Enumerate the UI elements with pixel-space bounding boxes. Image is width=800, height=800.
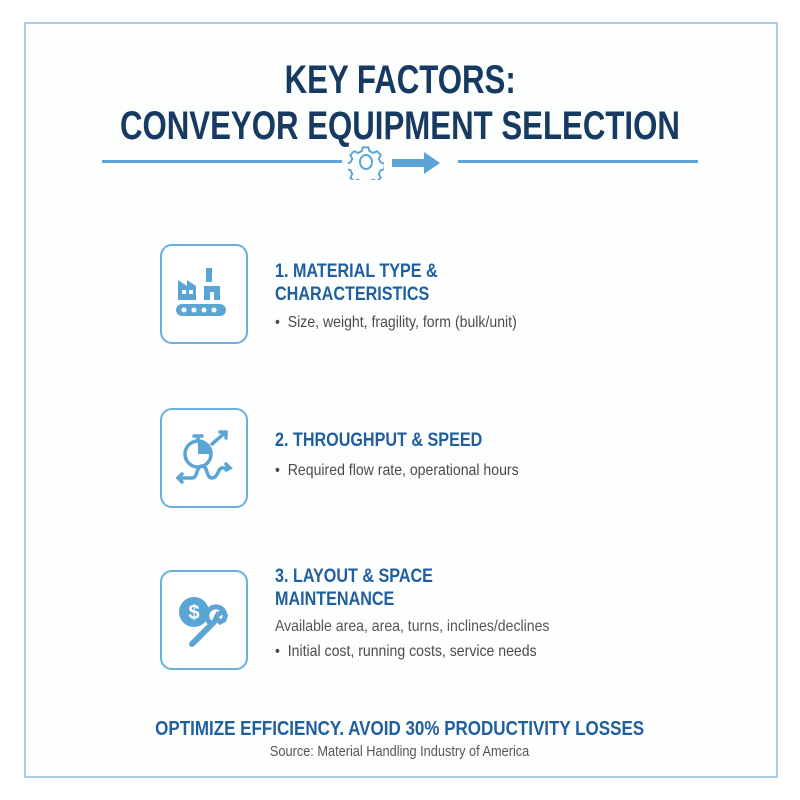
factor-2-icon-card (160, 408, 248, 508)
factor-3-heading-line-1: 3. LAYOUT & SPACE (275, 566, 433, 587)
factor-2-heading: 2. THROUGHPUT & SPEED (275, 430, 483, 451)
factor-1-icon-card (160, 244, 248, 344)
factor-1-heading-line-1: 1. MATERIAL TYPE & (275, 261, 438, 282)
footer-tagline: OPTIMIZE EFFICIENCY. AVOID 30% PRODUCTIV… (155, 718, 645, 740)
factor-1-heading-line-2: CHARACTERISTICS (275, 284, 430, 305)
infographic-frame (24, 22, 778, 778)
factory-conveyor-icon (176, 268, 226, 316)
factor-2-bullet: • Required flow rate, operational hours (275, 462, 519, 479)
footer-source: Source: Material Handling Industry of Am… (270, 743, 530, 760)
divider-left (102, 160, 342, 163)
divider-right (458, 160, 698, 163)
title-line-2: CONVEYOR EQUIPMENT SELECTION (120, 104, 680, 148)
arrow-right-icon (392, 152, 440, 174)
dollar-wrench-icon: $ (179, 597, 229, 647)
factor-1-bullet: • Size, weight, fragility, form (bulk/un… (275, 314, 517, 331)
factor-3-icon-card: $ (160, 570, 248, 670)
gear-icon (348, 146, 384, 180)
title-line-1: KEY FACTORS: (284, 58, 516, 102)
factor-3-overlap-text: Available area, area, turns, inclines/de… (275, 618, 550, 635)
stopwatch-flow-icon (175, 430, 233, 484)
factor-3-bullet: • Initial cost, running costs, service n… (275, 643, 537, 660)
factor-3-heading-line-2: MAINTENANCE (275, 589, 395, 610)
svg-text:$: $ (188, 602, 199, 624)
